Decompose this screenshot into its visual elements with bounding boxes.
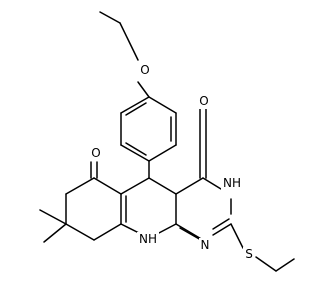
bond	[93, 223, 122, 241]
ketone-oxygen-label: O	[91, 146, 100, 160]
ring-nh-label: NH	[223, 176, 241, 190]
bond	[39, 209, 67, 225]
bottom-nh-label: NH	[139, 232, 157, 246]
bond	[93, 177, 122, 195]
bond	[137, 81, 150, 98]
bond	[65, 223, 95, 241]
bond	[148, 96, 177, 114]
ring-nitrogen-label: N	[201, 238, 210, 252]
molecule-diagram: O O O NH N NH S	[39, 11, 295, 272]
bond	[179, 227, 202, 241]
ether-oxygen-label: O	[140, 63, 149, 77]
bond	[148, 177, 177, 195]
bond-layer	[39, 11, 295, 272]
bond	[175, 223, 204, 241]
bond	[255, 256, 277, 272]
bond	[125, 142, 147, 156]
bond	[148, 144, 177, 162]
bond	[156, 223, 177, 235]
bond	[202, 177, 222, 190]
amide-oxygen-label: O	[199, 94, 208, 108]
atom-label-layer: O O O NH N NH S	[88, 63, 255, 261]
bond	[120, 96, 150, 114]
bond	[212, 218, 230, 230]
sulfur-label: S	[245, 247, 253, 261]
bond	[43, 223, 67, 243]
bond	[65, 177, 95, 195]
bond	[175, 177, 204, 195]
structure-svg: O O O NH N NH S	[39, 11, 295, 272]
bond	[120, 144, 150, 162]
bond	[212, 223, 232, 236]
bond	[120, 177, 150, 195]
bond	[125, 102, 147, 116]
bond	[119, 22, 139, 61]
bond	[275, 258, 295, 272]
bond	[99, 11, 121, 24]
bond	[230, 223, 244, 249]
